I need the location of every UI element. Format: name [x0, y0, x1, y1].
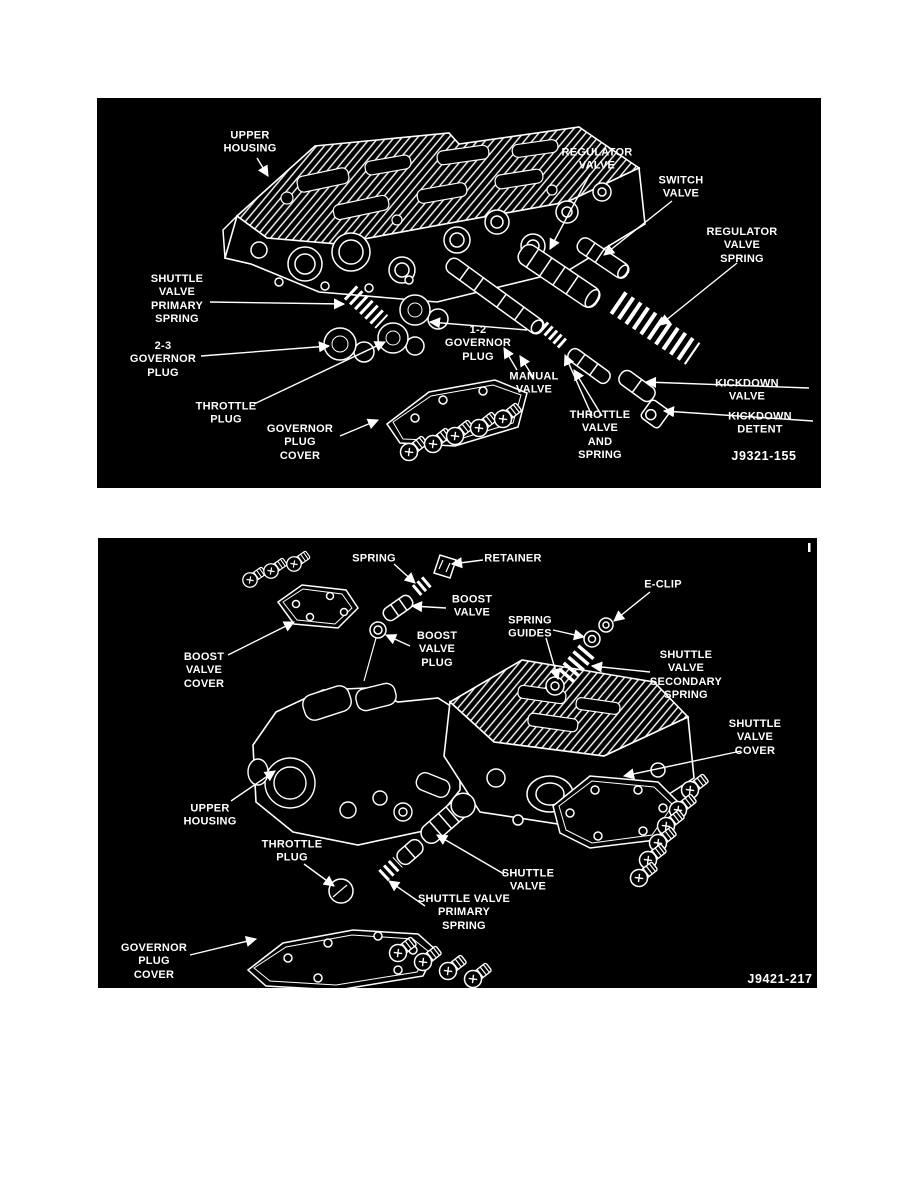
figure-2-leader-lines	[189, 557, 742, 956]
label-governor-plug-2-3: 2-3 GOVERNOR PLUG	[129, 339, 197, 379]
spring-drawing	[411, 575, 434, 596]
kickdown-detent-drawing	[640, 399, 670, 429]
label-boost-valve: BOOST VALVE	[451, 593, 493, 619]
shuttle-valve-cover-drawing	[552, 775, 681, 849]
throttle-valve-and-spring-drawing	[538, 321, 611, 385]
label-governor-plug-1-2: 1-2 GOVERNOR PLUG	[444, 323, 512, 363]
shuttle-valve-stem-drawing	[396, 838, 424, 866]
figure-1-panel: UPPER HOUSING REGULATOR VALVE SWITCH VAL…	[97, 98, 821, 488]
label-shuttle-valve-secondary-spring: SHUTTLE VALVE SECONDARY SPRING	[649, 649, 723, 702]
label-governor-plug-cover: GOVERNOR PLUG COVER	[120, 941, 188, 981]
figure-1-leader-lines	[200, 157, 814, 437]
spring-guide-upper-drawing	[583, 630, 601, 648]
label-regulator-valve: REGULATOR VALVE	[561, 146, 633, 172]
shuttle-valve-primary-spring-drawing	[343, 285, 389, 329]
label-e-clip: E-CLIP	[644, 578, 682, 591]
throttle-plug-drawing	[328, 878, 354, 904]
label-throttle-valve-and-spring: THROTTLE VALVE AND SPRING	[569, 409, 631, 462]
boost-valve-drawing	[382, 594, 414, 622]
shuttle-valve-secondary-spring-drawing	[556, 644, 595, 685]
label-shuttle-valve-cover: SHUTTLE VALVE COVER	[728, 717, 782, 757]
label-spring: SPRING	[352, 552, 396, 565]
label-boost-valve-cover: BOOST VALVE COVER	[183, 650, 225, 690]
label-upper-housing: UPPER HOUSING	[183, 802, 237, 828]
label-spring-guides: SPRING GUIDES	[508, 614, 552, 640]
governor-plug-1-2-drawing	[399, 294, 449, 330]
figure-2-panel: SPRING RETAINER BOOST VALVE E-CLIP SPRIN…	[98, 538, 817, 988]
label-upper-housing: UPPER HOUSING	[223, 129, 277, 155]
label-kickdown-detent: KICKDOWN DETENT	[728, 410, 792, 436]
spring-guide-lower-drawing	[545, 676, 565, 696]
label-governor-plug-cover: GOVERNOR PLUG COVER	[266, 422, 334, 462]
boost-valve-plug-guide-line	[363, 637, 377, 682]
scan-artifact-mark	[808, 543, 811, 552]
label-throttle-plug: THROTTLE PLUG	[261, 838, 323, 864]
label-retainer: RETAINER	[484, 552, 542, 565]
shuttle-valve-drawing	[420, 792, 476, 844]
figure-2-exploded-diagram	[189, 543, 811, 988]
boost-valve-plug-drawing	[369, 621, 387, 639]
boost-valve-cover-drawing	[276, 584, 359, 629]
figure-1-id: J9321-155	[731, 449, 797, 463]
label-throttle-plug: THROTTLE PLUG	[195, 400, 257, 426]
label-shuttle-valve-primary-spring: SHUTTLE VALVE PRIMARY SPRING	[417, 892, 511, 932]
label-switch-valve: SWITCH VALVE	[658, 174, 704, 200]
boost-valve-cover-screws-drawing	[239, 547, 313, 591]
label-shuttle-valve-primary-spring: SHUTTLE VALVE PRIMARY SPRING	[150, 273, 204, 326]
regulator-valve-spring-drawing	[609, 291, 701, 365]
regulator-valve-drawing	[517, 243, 601, 309]
figure-2-id: J9421-217	[747, 972, 813, 986]
upper-housing-drawing	[247, 659, 695, 846]
governor-plug-cover-drawing	[246, 929, 437, 988]
label-boost-valve-plug: BOOST VALVE PLUG	[416, 629, 458, 669]
figure-1-exploded-diagram	[200, 126, 814, 465]
kickdown-valve-drawing	[618, 369, 656, 403]
throttle-plug-drawing	[377, 322, 425, 356]
retainer-drawing	[433, 554, 457, 579]
governor-plug-2-3-drawing	[323, 327, 375, 363]
e-clip-drawing	[598, 617, 614, 633]
label-shuttle-valve: SHUTTLE VALVE	[501, 867, 555, 893]
label-manual-valve: MANUAL VALVE	[509, 370, 559, 396]
shuttle-valve-primary-spring-drawing	[378, 856, 403, 882]
label-kickdown-valve: KICKDOWN VALVE	[715, 377, 779, 403]
label-regulator-valve-spring: REGULATOR VALVE SPRING	[706, 225, 778, 265]
